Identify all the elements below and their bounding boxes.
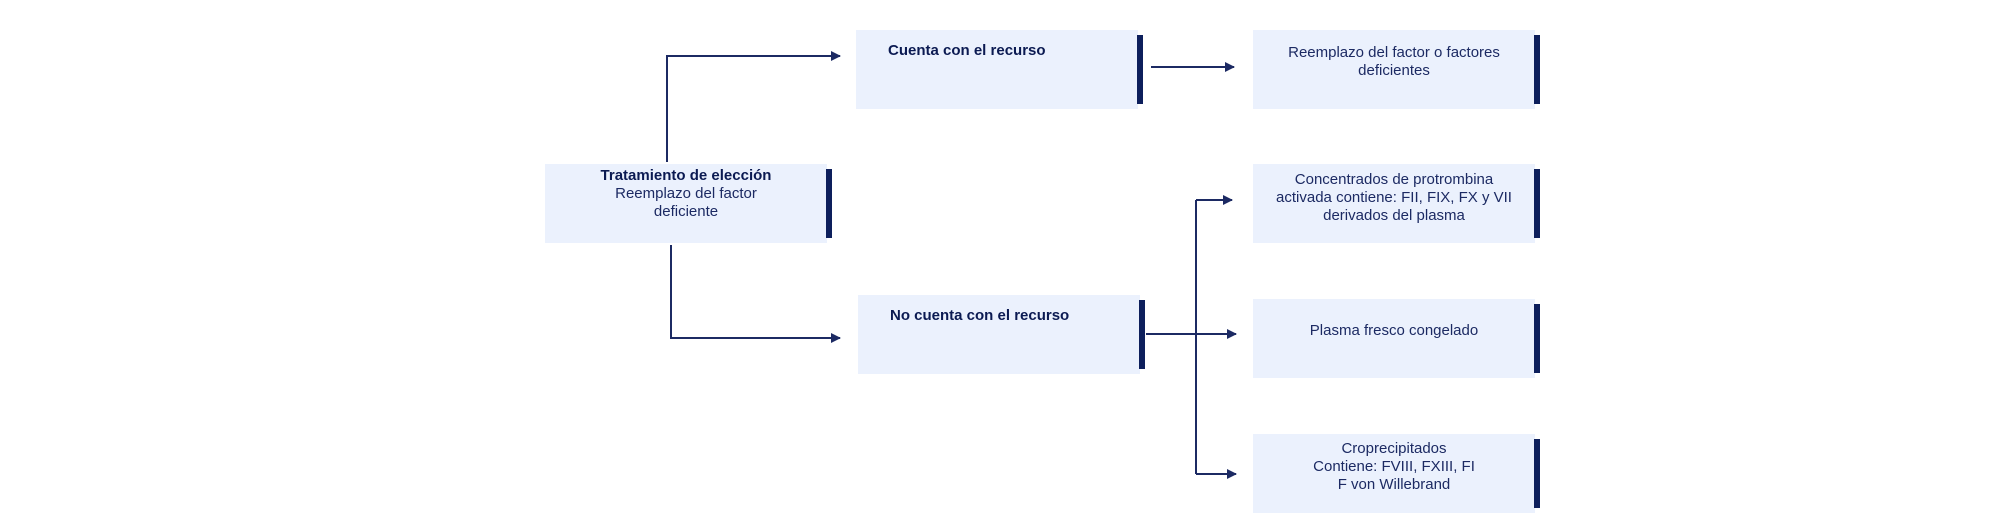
branch-no-title: No cuenta con el recurso xyxy=(890,307,1070,324)
no-result-protrombina-accent-bar xyxy=(1534,169,1540,238)
root-node-accent-bar xyxy=(826,169,832,238)
root-node-line-2: deficiente xyxy=(653,203,719,220)
root-node: Tratamiento de elección Reemplazo del fa… xyxy=(545,164,832,243)
no-result-crioprecipitados-node: Croprecipitados Contiene: FVIII, FXIII, … xyxy=(1253,434,1540,513)
no-result-crioprecipitados-accent-bar xyxy=(1534,439,1540,508)
connector-root-to-yes xyxy=(666,51,841,162)
yes-result-line-2: deficientes xyxy=(1358,62,1430,79)
branch-no-node: No cuenta con el recurso xyxy=(858,295,1145,374)
yes-result-node: Reemplazo del factor o factores deficien… xyxy=(1253,30,1540,109)
no-result-crioprecipitados-line-1: Croprecipitados xyxy=(1341,440,1447,457)
no-result-plasma-accent-bar xyxy=(1534,304,1540,373)
yes-result-line-1: Reemplazo del factor o factores xyxy=(1288,44,1500,61)
branch-yes-node: Cuenta con el recurso xyxy=(856,30,1143,109)
no-result-protrombina-line-3: derivados del plasma xyxy=(1323,207,1465,224)
no-result-plasma-node: Plasma fresco congelado xyxy=(1253,299,1540,378)
no-result-plasma-line-1: Plasma fresco congelado xyxy=(1309,322,1479,339)
root-node-line-1: Reemplazo del factor xyxy=(615,185,757,202)
root-node-title: Tratamiento de elección xyxy=(600,167,772,184)
branch-yes-title: Cuenta con el recurso xyxy=(888,42,1046,59)
connector-root-to-no xyxy=(670,245,841,343)
no-result-protrombina-line-2: activada contiene: FII, FIX, FX y VII xyxy=(1276,189,1512,206)
no-result-protrombina-node: Concentrados de protrombina activada con… xyxy=(1253,164,1540,243)
connector-no-trunk xyxy=(1146,200,1197,474)
yes-result-accent-bar xyxy=(1534,35,1540,104)
no-result-crioprecipitados-line-2: Contiene: FVIII, FXIII, FI xyxy=(1313,458,1475,475)
branch-yes-accent-bar xyxy=(1137,35,1143,104)
branch-no-accent-bar xyxy=(1139,300,1145,369)
no-result-crioprecipitados-line-3: F von Willebrand xyxy=(1337,476,1451,493)
no-result-protrombina-line-1: Concentrados de protrombina xyxy=(1294,171,1494,188)
